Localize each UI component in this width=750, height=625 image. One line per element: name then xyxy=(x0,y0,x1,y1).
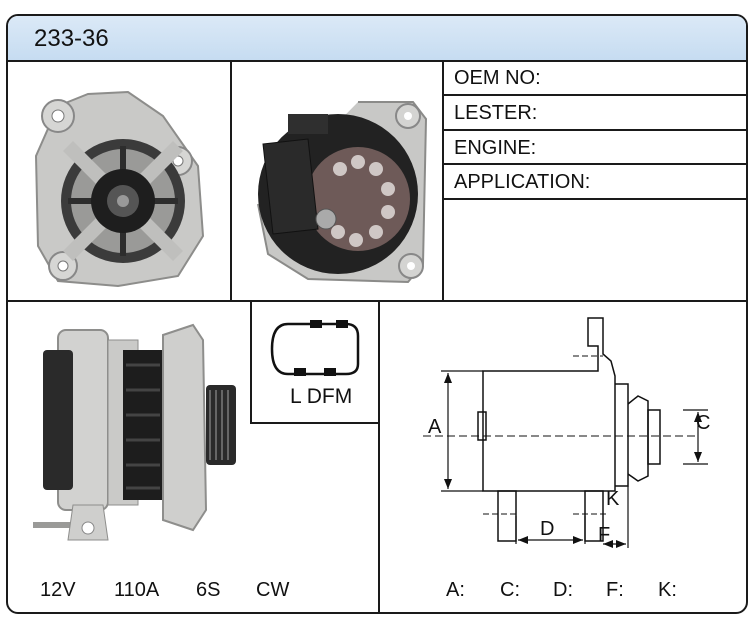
voltage-value: 12V xyxy=(40,579,76,601)
pulley-value: 6S xyxy=(196,579,221,601)
alternator-rear-photo xyxy=(34,90,205,288)
dimension-k-value: K: xyxy=(658,579,677,601)
dim-label-k: K xyxy=(606,488,620,510)
plug-connector-diagram xyxy=(270,320,360,376)
alternator-front-photo xyxy=(257,101,428,284)
plug-box-bottom xyxy=(250,422,380,424)
title-bar: 233-36 xyxy=(8,16,746,62)
rotation-value: CW xyxy=(256,579,290,601)
dimension-d-value: D: xyxy=(553,579,573,601)
spec-row-line-2 xyxy=(442,129,746,131)
spec-row-line-3 xyxy=(442,163,746,165)
dim-label-c: C xyxy=(696,412,711,434)
dim-label-d: D xyxy=(540,518,555,540)
plug-label: L DFM xyxy=(290,385,353,408)
dimension-f-value: F: xyxy=(606,579,624,601)
dimension-c-value: C: xyxy=(500,579,520,601)
divider-middle xyxy=(8,300,746,302)
dimension-drawing xyxy=(423,317,708,548)
application-label: APPLICATION: xyxy=(454,171,591,193)
lester-label: LESTER: xyxy=(454,102,538,124)
plug-box-left xyxy=(250,300,252,424)
spec-row-line-4 xyxy=(442,198,746,200)
amperage-value: 110A xyxy=(114,579,160,601)
dim-label-f: F xyxy=(598,524,611,546)
engine-label: ENGINE: xyxy=(454,137,537,159)
oem-no-label: OEM NO: xyxy=(454,67,541,89)
divider-specs xyxy=(442,60,444,302)
spec-sheet: 233-36 OEM NO: LESTER: ENGINE: APPLICATI… xyxy=(6,14,748,614)
spec-row-line-1 xyxy=(442,94,746,96)
alternator-side-photo xyxy=(33,323,236,541)
divider-drawing xyxy=(378,300,380,612)
part-number-title: 233-36 xyxy=(34,25,109,52)
dimension-a-value: A: xyxy=(446,579,465,601)
dim-label-a: A xyxy=(428,416,442,438)
divider-photo xyxy=(230,60,232,302)
